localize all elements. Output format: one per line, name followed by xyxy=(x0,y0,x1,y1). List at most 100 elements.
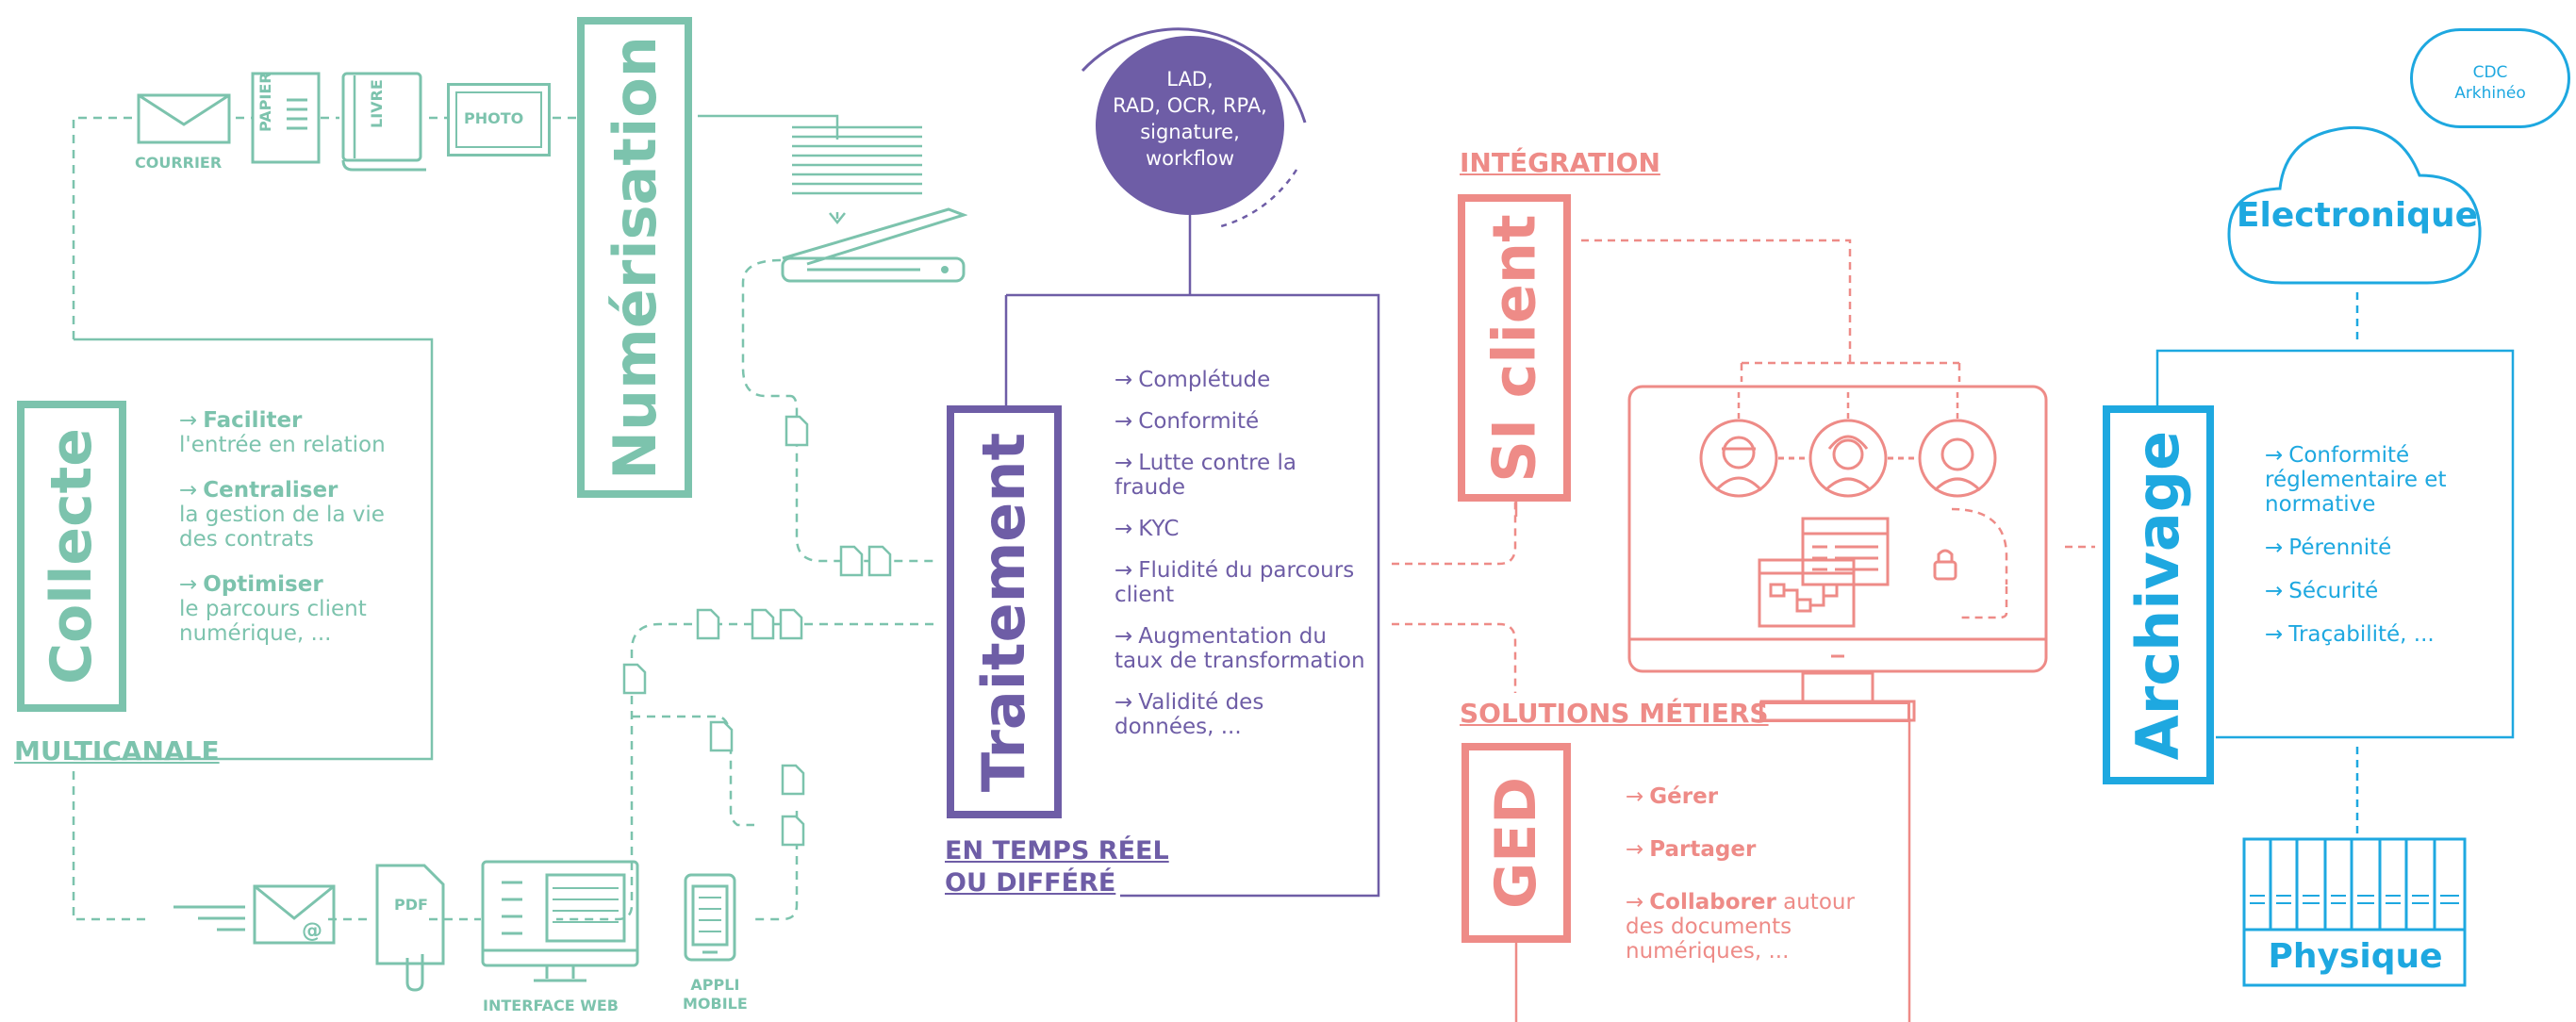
collecte-bottom-dashed-link xyxy=(72,771,151,921)
list-item: →Augmentation du taux de transformation xyxy=(1115,624,1365,673)
user-avatar-icon xyxy=(1699,419,1778,498)
doc-icon xyxy=(622,663,647,695)
doc-icon xyxy=(784,415,809,447)
doc-pair-icon xyxy=(839,545,892,577)
arrow-right-icon: → xyxy=(1115,558,1133,583)
cloud-icon xyxy=(2227,125,2482,285)
monitor-frame xyxy=(1627,385,2048,673)
list-item: →KYC xyxy=(1115,517,1180,541)
list-item: →Collaborer autour des documents numériq… xyxy=(1626,890,1855,964)
arrow-right-icon: → xyxy=(1115,451,1133,475)
collecte-title: Collecte xyxy=(39,427,105,685)
channels-branch-link-2 xyxy=(754,811,799,921)
monitor-base-bar xyxy=(1759,701,1910,722)
si-client-dashed-link xyxy=(1581,239,1961,382)
tools-arc xyxy=(1081,27,1307,124)
interface-web-label: INTERFACE WEB xyxy=(483,997,619,1014)
doc-icon xyxy=(781,815,805,847)
tools-circle xyxy=(1096,36,1284,215)
archivage-box: Archivage xyxy=(2103,405,2214,784)
pdf-document-icon xyxy=(375,864,445,992)
collecte-box: Collecte xyxy=(17,401,126,712)
arrow-right-icon: → xyxy=(1115,624,1133,649)
traitement-box: Traitement xyxy=(947,405,1062,818)
monitor-illustration xyxy=(1627,385,2048,722)
scanner-icon xyxy=(781,207,967,283)
list-item: →Pérennité xyxy=(2265,536,2392,560)
stacked-pages-icon xyxy=(792,125,922,195)
list-item: →Sécurité xyxy=(2265,579,2379,603)
arrow-right-icon: → xyxy=(1115,368,1133,392)
cdc-arkhineo-badge xyxy=(2410,28,2570,128)
traitement-frame xyxy=(1006,215,1380,898)
lock-icon xyxy=(1933,560,1957,581)
integration-link[interactable]: INTÉGRATION xyxy=(1460,147,1660,178)
numerisation-box: Numérisation xyxy=(577,17,692,498)
arrow-right-icon: → xyxy=(1115,517,1133,541)
si-client-title: SI client xyxy=(1479,213,1549,483)
papier-label: PAPIER xyxy=(256,72,274,132)
courrier-label: COURRIER xyxy=(135,154,223,172)
cdc-arkhineo-text: CDC Arkhinéo xyxy=(2454,63,2526,103)
multicanale-link[interactable]: MULTICANALE xyxy=(14,735,220,766)
collecte-info-frame xyxy=(74,338,434,761)
numerisation-title: Numérisation xyxy=(600,35,669,480)
doc-icon xyxy=(696,608,720,640)
pdf-label: PDF xyxy=(394,896,428,914)
ged-box: GED xyxy=(1461,743,1571,943)
scanner-dashed-link xyxy=(741,258,790,398)
scanner-to-traitement-link xyxy=(789,394,933,563)
ged-benefits-list: →Gérer →Partager →Collaborer autour des … xyxy=(1626,784,1899,984)
arrow-right-icon: → xyxy=(179,572,198,597)
channels-branch-link xyxy=(632,715,754,827)
archivage-title: Archivage xyxy=(2123,430,2193,760)
arrow-right-icon: → xyxy=(1115,409,1133,434)
list-item: →Fluidité du parcours client xyxy=(1115,558,1355,607)
user-avatar-icon xyxy=(1918,419,1997,498)
archivage-frame xyxy=(2155,349,2515,739)
photo-frame-icon xyxy=(447,83,551,157)
appli-mobile-label: APPLI MOBILE xyxy=(683,976,748,1013)
photo-label: PHOTO xyxy=(464,109,524,127)
binders-shelf-icon xyxy=(2242,837,2467,987)
tools-arc-dashed xyxy=(1220,169,1298,228)
list-item: →Traçabilité, ... xyxy=(2265,622,2435,647)
si-client-box: SI client xyxy=(1458,194,1571,502)
numerisation-link xyxy=(698,114,839,140)
arrow-right-icon: → xyxy=(2265,536,2284,560)
profile-to-lock-link xyxy=(1951,507,2008,585)
traitement-benefits-list: →Complétude →Conformité →Lutte contre la… xyxy=(1115,368,1369,756)
tools-text: LAD, RAD, OCR, RPA, signature, workflow xyxy=(1113,68,1267,170)
channels-to-traitement-link xyxy=(556,622,933,921)
solutions-metiers-link[interactable]: SOLUTIONS MÉTIERS xyxy=(1460,698,1769,729)
lock-link xyxy=(1957,586,2008,619)
list-item: →Lutte contre la fraude xyxy=(1115,451,1296,500)
paper-document-icon xyxy=(251,72,321,164)
book-icon xyxy=(341,72,426,172)
web-interface-monitor-icon xyxy=(481,860,639,982)
arrow-right-icon: → xyxy=(1115,690,1133,715)
email-send-icon: @ xyxy=(173,884,336,945)
scanner-arrow-head xyxy=(829,212,846,225)
arrow-right-icon: → xyxy=(2265,443,2284,468)
traitement-to-ged-link xyxy=(1392,622,1517,693)
arrow-right-icon: → xyxy=(1626,890,1644,915)
doc-icon xyxy=(709,720,734,752)
envelope-icon xyxy=(137,93,231,144)
traitement-title: Traitement xyxy=(969,432,1039,792)
livre-label: LIVRE xyxy=(368,79,386,128)
archivage-benefits-list: →Conformité réglementaire et normative →… xyxy=(2265,443,2491,668)
list-item: →Conformité réglementaire et normative xyxy=(2265,443,2447,517)
doc-pair-icon xyxy=(751,608,803,640)
arrow-right-icon: → xyxy=(179,478,198,503)
electronique-label: Electronique xyxy=(2236,196,2479,235)
collecte-top-dashed-link xyxy=(72,116,140,339)
temps-reel-link[interactable]: EN TEMPS RÉEL OU DIFFÉRÉ xyxy=(945,836,1169,898)
physique-label: Physique xyxy=(2268,937,2443,976)
